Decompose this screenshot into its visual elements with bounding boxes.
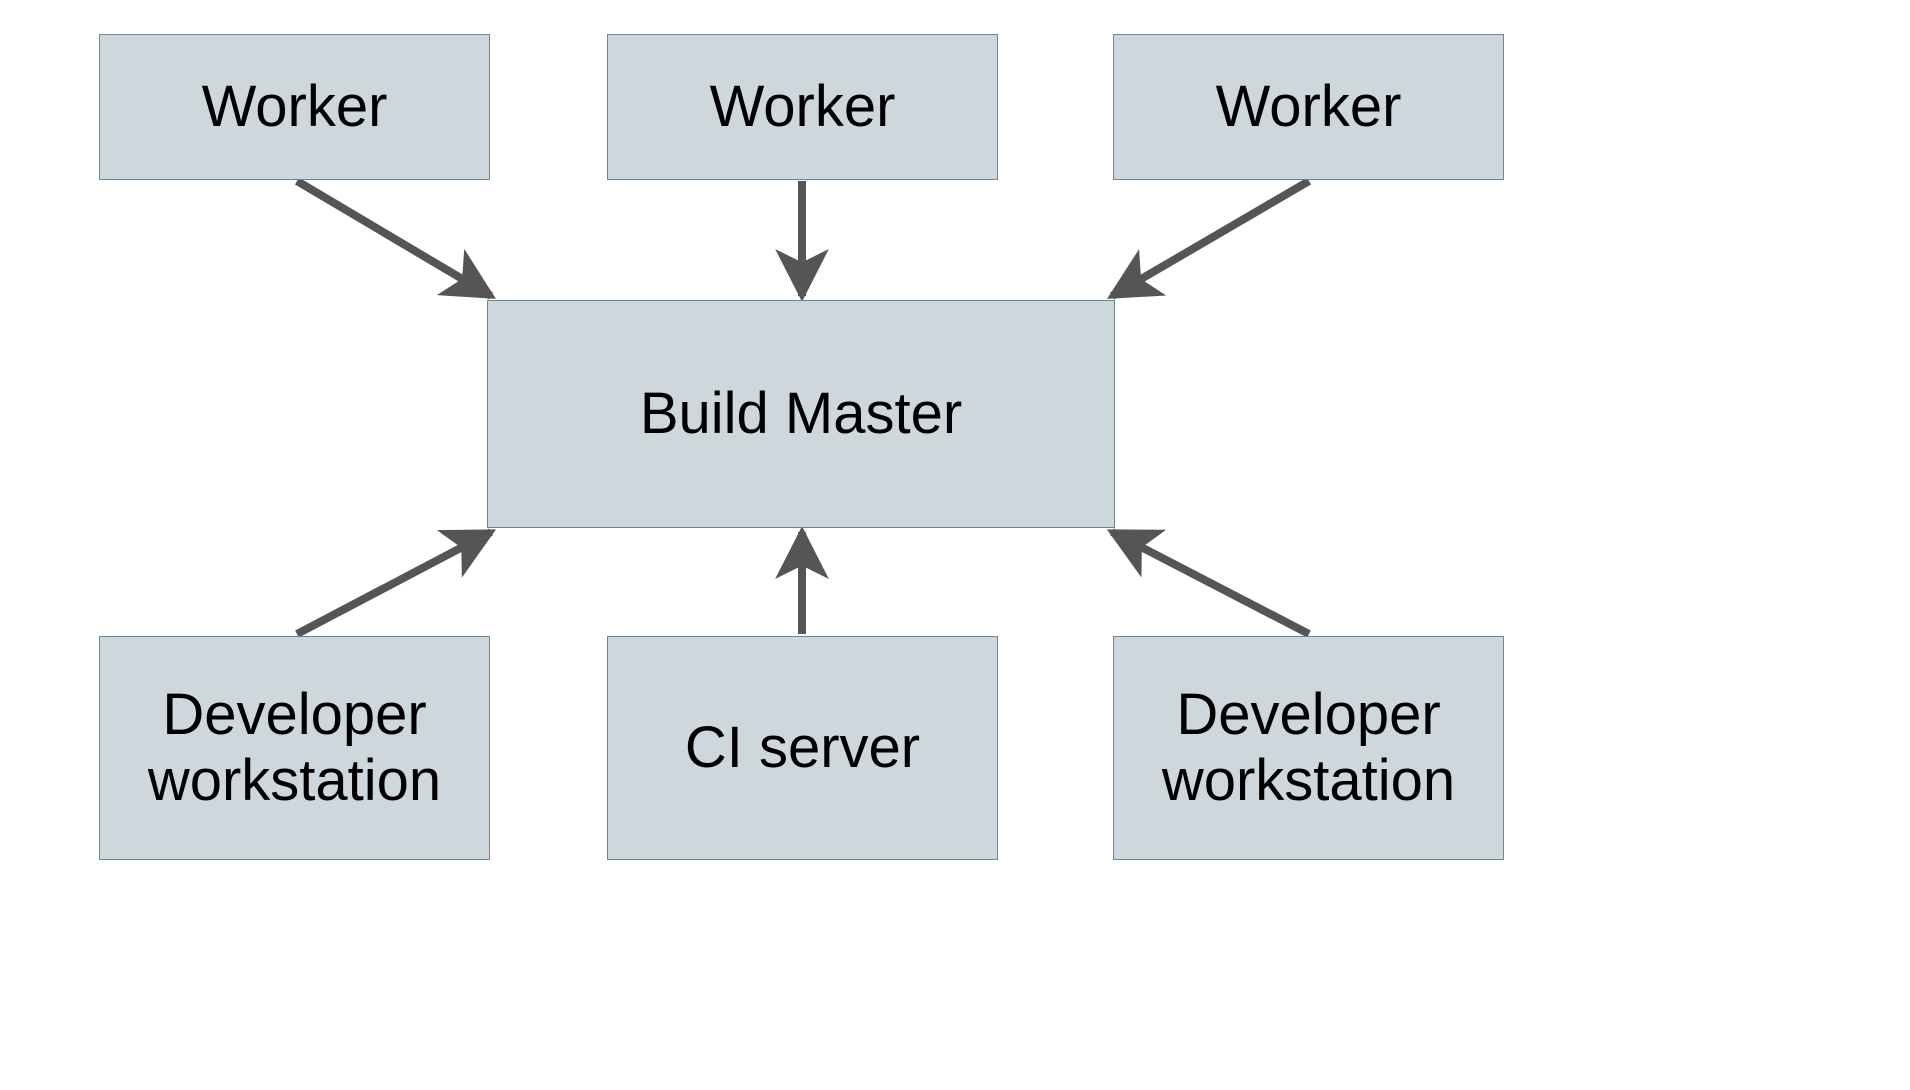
node-ci-server[interactable]: CI server: [607, 636, 998, 860]
node-developer-workstation-right[interactable]: Developer workstation: [1113, 636, 1504, 860]
node-worker-mid-label: Worker: [709, 73, 896, 139]
node-ci-server-label: CI server: [684, 714, 921, 780]
node-worker-left-label: Worker: [201, 73, 388, 139]
edge-dev-left-to-build-master: [295, 528, 497, 638]
node-worker-right-label: Worker: [1215, 73, 1402, 139]
node-developer-workstation-left-label: Developer workstation: [147, 681, 442, 813]
edge-worker-left-to-build-master: [294, 177, 496, 300]
edge-dev-right-to-build-master: [1106, 528, 1311, 638]
node-build-master-label: Build Master: [639, 380, 963, 446]
node-worker-right[interactable]: Worker: [1113, 34, 1504, 180]
node-worker-mid[interactable]: Worker: [607, 34, 998, 180]
node-worker-left[interactable]: Worker: [99, 34, 490, 180]
node-developer-workstation-right-label: Developer workstation: [1161, 681, 1456, 813]
node-build-master[interactable]: Build Master: [487, 300, 1115, 528]
node-developer-workstation-left[interactable]: Developer workstation: [99, 636, 490, 860]
edge-worker-right-to-build-master: [1107, 177, 1312, 300]
